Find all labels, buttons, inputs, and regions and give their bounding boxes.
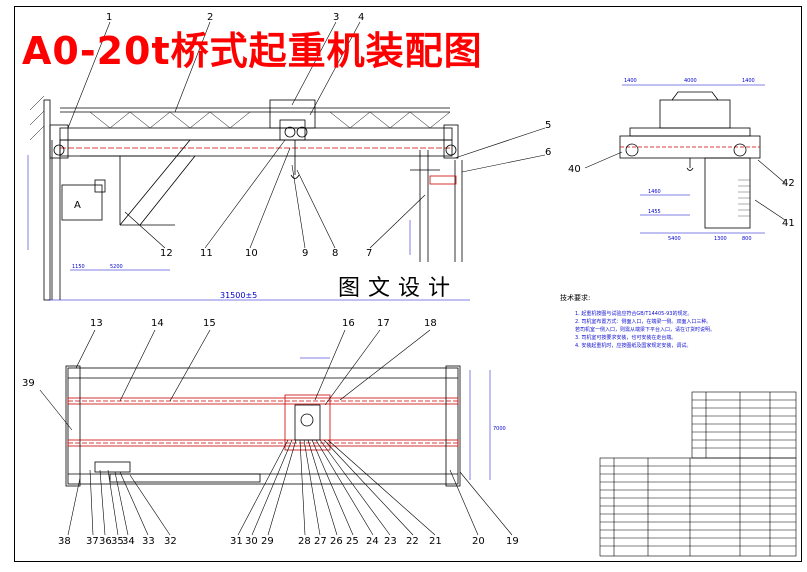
part-label: 29 [261, 536, 274, 547]
part-label: 24 [366, 536, 379, 547]
part-label: 22 [406, 536, 419, 547]
part-label: 11 [200, 248, 213, 259]
watermark-text: 图文设计 [338, 276, 459, 301]
part-label: 15 [203, 318, 216, 329]
plan-view [39, 329, 513, 536]
part-label: 37 [86, 536, 99, 547]
part-label: 7 [366, 248, 372, 259]
dim-text: 5200 [110, 264, 123, 270]
dim-text: 5400 [668, 236, 681, 242]
tech-requirement-line: 3. 司机室可按要求安装，也可安装在走台端。 [575, 335, 677, 341]
part-label: 21 [429, 536, 442, 547]
part-label: 10 [245, 248, 258, 259]
parts-list-table [599, 391, 797, 557]
part-label: 9 [302, 248, 308, 259]
tech-requirement-line: 1. 起重机按图与试验应符合GB/T14405-93的规定。 [575, 311, 693, 317]
part-label: 33 [142, 536, 155, 547]
part-label: 32 [164, 536, 177, 547]
dim-text: 1300 [714, 236, 727, 242]
tech-requirement-line: 4. 安装起重机时，应按图纸及国家规定安装，调试。 [575, 343, 692, 349]
part-label: 17 [377, 318, 390, 329]
dim-text: 1400 [624, 78, 637, 84]
view-marker: A [74, 200, 81, 211]
part-label: 42 [782, 178, 795, 189]
part-labels-top: 1 2 3 4 5 6 7 8 9 10 11 12 40 42 41 A [74, 12, 795, 259]
tech-requirements-heading: 技术要求: [560, 294, 591, 302]
dim-text: 1400 [742, 78, 755, 84]
dim-text: 800 [742, 236, 752, 242]
dim-text: 7000 [493, 426, 506, 432]
dim-text: 1455 [648, 209, 661, 215]
part-label: 35 [111, 536, 124, 547]
part-label: 8 [332, 248, 338, 259]
part-label: 13 [90, 318, 103, 329]
part-label: 20 [472, 536, 485, 547]
part-label: 27 [314, 536, 327, 547]
span-dimension: 31500±5 [220, 291, 257, 300]
part-label: 34 [122, 536, 135, 547]
part-label: 2 [207, 12, 213, 23]
drawing-frame [14, 6, 802, 562]
part-label: 18 [424, 318, 437, 329]
part-label: 19 [506, 536, 519, 547]
drawing-title: A0-20t桥式起重机装配图 [22, 29, 483, 73]
part-label: 30 [245, 536, 258, 547]
part-label: 14 [151, 318, 164, 329]
part-label: 1 [106, 12, 112, 23]
part-label: 5 [545, 120, 551, 131]
side-elevation-view [584, 84, 786, 234]
part-label: 36 [99, 536, 112, 547]
part-label: 16 [342, 318, 355, 329]
part-label: 6 [545, 147, 551, 158]
part-label: 38 [58, 536, 71, 547]
part-label: 40 [568, 164, 581, 175]
part-label: 4 [358, 12, 364, 23]
part-label: 41 [782, 218, 795, 229]
part-label: 26 [330, 536, 343, 547]
tech-requirement-line: 若司机室一侧入口，则需从端梁下平台入口，请在订货时说明。 [575, 327, 716, 333]
part-label: 25 [346, 536, 359, 547]
part-label: 23 [384, 536, 397, 547]
dim-text: 4000 [684, 78, 697, 84]
part-labels-bottom: 13 14 15 16 17 18 39 38 37 36 35 34 33 3… [22, 318, 519, 547]
part-label: 28 [298, 536, 311, 547]
part-label: 31 [230, 536, 243, 547]
front-elevation-view [27, 21, 546, 301]
part-label: 3 [333, 12, 339, 23]
part-label: 39 [22, 378, 35, 389]
dim-text: 1150 [72, 264, 85, 270]
dim-text: 1460 [648, 189, 661, 195]
dimension-labels: 31500±5 1400 4000 1400 5400 1300 800 115… [72, 78, 755, 432]
tech-requirement-line: 2. 司机室布置方式：侧面入口，在端梁一侧。双面入口三种。 [575, 319, 712, 325]
part-label: 12 [160, 248, 173, 259]
